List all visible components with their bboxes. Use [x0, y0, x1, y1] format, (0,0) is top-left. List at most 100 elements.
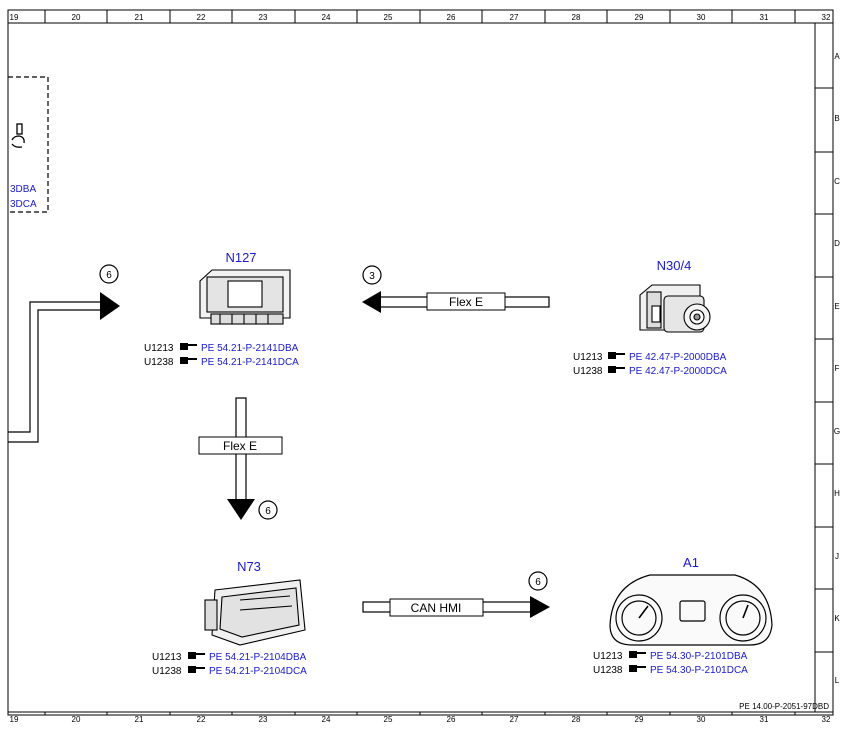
n73-ref-dca[interactable]: PE 54.21-P-2104DCA [209, 666, 307, 677]
column-label: 19 [10, 13, 19, 22]
n73-title: N73 [237, 559, 261, 574]
row-labels: A B C D E F G H J K L [834, 52, 840, 685]
n73-ref-dba[interactable]: PE 54.21-P-2104DBA [209, 652, 307, 663]
partial-ref-dca: 3DCA [10, 199, 37, 210]
connection-can-hmi: CAN HMI 6 [362, 571, 550, 618]
component-a1: A1 U1213 U1238 PE 54.30-P-2101DBA PE 54.… [593, 555, 773, 676]
speedometer-dial [615, 594, 663, 642]
column-label: 30 [697, 715, 706, 724]
flex-e-v-marker-label: 6 [265, 506, 271, 517]
flex-e-h-label: Flex E [449, 295, 483, 309]
hand-pointer-icon [629, 651, 646, 658]
row-label: H [834, 489, 840, 498]
row-label: L [835, 676, 840, 685]
column-label: 20 [72, 715, 81, 724]
connection-flex-e-horizontal: Flex E 3 [362, 265, 550, 313]
column-label: 31 [760, 13, 769, 22]
column-label: 25 [384, 715, 393, 724]
flex-e-v-label: Flex E [223, 439, 257, 453]
column-label: 29 [635, 715, 644, 724]
column-label: 28 [572, 715, 581, 724]
n30-4-code-1: U1213 [573, 352, 603, 363]
column-labels-top: 19 20 21 22 23 24 25 26 27 28 29 30 31 3… [10, 13, 831, 22]
column-labels-bottom: 19 20 21 22 23 24 25 26 27 28 29 30 31 3… [10, 715, 831, 724]
n30-4-module-icon [639, 284, 711, 333]
can-hmi-label: CAN HMI [411, 601, 462, 615]
n30-4-ref-dba[interactable]: PE 42.47-P-2000DBA [629, 352, 727, 363]
row-label: F [835, 364, 840, 373]
left-bus-marker [99, 264, 119, 284]
column-label: 31 [760, 715, 769, 724]
n30-4-code-2: U1238 [573, 366, 603, 377]
row-label: A [834, 52, 840, 61]
a1-ref-dca[interactable]: PE 54.30-P-2101DCA [650, 665, 748, 676]
n127-code-1: U1213 [144, 343, 174, 354]
connection-flex-e-vertical: Flex E 6 [198, 397, 283, 520]
n127-title: N127 [225, 250, 256, 265]
n73-code-1: U1213 [152, 652, 182, 663]
tachometer-dial [719, 594, 767, 642]
column-label: 32 [822, 13, 831, 22]
hand-pointer-icon [188, 666, 205, 673]
column-label: 29 [635, 13, 644, 22]
hand-pointer-icon [180, 343, 197, 350]
n30-4-ref-dca[interactable]: PE 42.47-P-2000DCA [629, 366, 727, 377]
cluster-display [679, 600, 706, 622]
instrument-cluster-icon [609, 574, 773, 646]
row-label: C [834, 177, 840, 186]
row-label: B [834, 114, 839, 123]
a1-ref-dba[interactable]: PE 54.30-P-2101DBA [650, 651, 748, 662]
column-label: 22 [197, 715, 206, 724]
column-label: 26 [447, 715, 456, 724]
column-label: 23 [259, 715, 268, 724]
column-label: 32 [822, 715, 831, 724]
column-label: 20 [72, 13, 81, 22]
partial-component: 3DBA 3DCA [8, 76, 49, 213]
n30-4-title: N30/4 [657, 258, 692, 273]
flex-e-h-marker [362, 265, 382, 285]
hand-pointer-icon [608, 352, 625, 359]
n73-code-2: U1238 [152, 666, 182, 677]
column-label: 19 [10, 715, 19, 724]
row-label: D [834, 239, 840, 248]
flex-e-h-arrowhead [362, 291, 381, 313]
flex-e-v-arrowhead [227, 499, 255, 520]
column-label: 24 [322, 715, 331, 724]
hand-pointer-icon [188, 652, 205, 659]
column-label: 30 [697, 13, 706, 22]
column-label: 28 [572, 13, 581, 22]
hand-pointer-icon [629, 665, 646, 672]
n127-code-2: U1238 [144, 357, 174, 368]
connector-icon [11, 123, 25, 148]
hand-pointer-icon [180, 357, 197, 364]
document-id: PE 14.00-P-2051-97DBD [739, 702, 829, 711]
can-hmi-marker-label: 6 [535, 577, 541, 588]
frame [7, 9, 834, 716]
column-label: 24 [322, 13, 331, 22]
left-bus-arrowhead [100, 292, 120, 320]
row-label: G [834, 427, 840, 436]
column-label: 23 [259, 13, 268, 22]
column-label: 21 [135, 13, 144, 22]
left-bus: 6 [8, 264, 120, 443]
left-bus-marker-label: 6 [106, 270, 112, 281]
n127-ref-dba[interactable]: PE 54.21-P-2141DBA [201, 343, 299, 354]
flex-e-h-marker-label: 3 [369, 271, 375, 282]
row-label: E [834, 302, 839, 311]
column-label: 25 [384, 13, 393, 22]
row-label: K [834, 614, 840, 623]
row-label: J [835, 552, 839, 561]
a1-title: A1 [683, 555, 699, 570]
column-label: 26 [447, 13, 456, 22]
n127-ref-dca[interactable]: PE 54.21-P-2141DCA [201, 357, 299, 368]
hand-pointer-icon [608, 366, 625, 373]
column-label: 22 [197, 13, 206, 22]
can-hmi-arrowhead [530, 596, 550, 618]
can-hmi-marker [528, 571, 548, 591]
column-label: 21 [135, 715, 144, 724]
column-label: 27 [510, 715, 519, 724]
n73-module-icon [204, 579, 306, 646]
component-n127: N127 U1213 U1238 PE 54.21-P-2141DBA PE 5… [144, 250, 299, 368]
n127-module-icon [199, 269, 291, 325]
